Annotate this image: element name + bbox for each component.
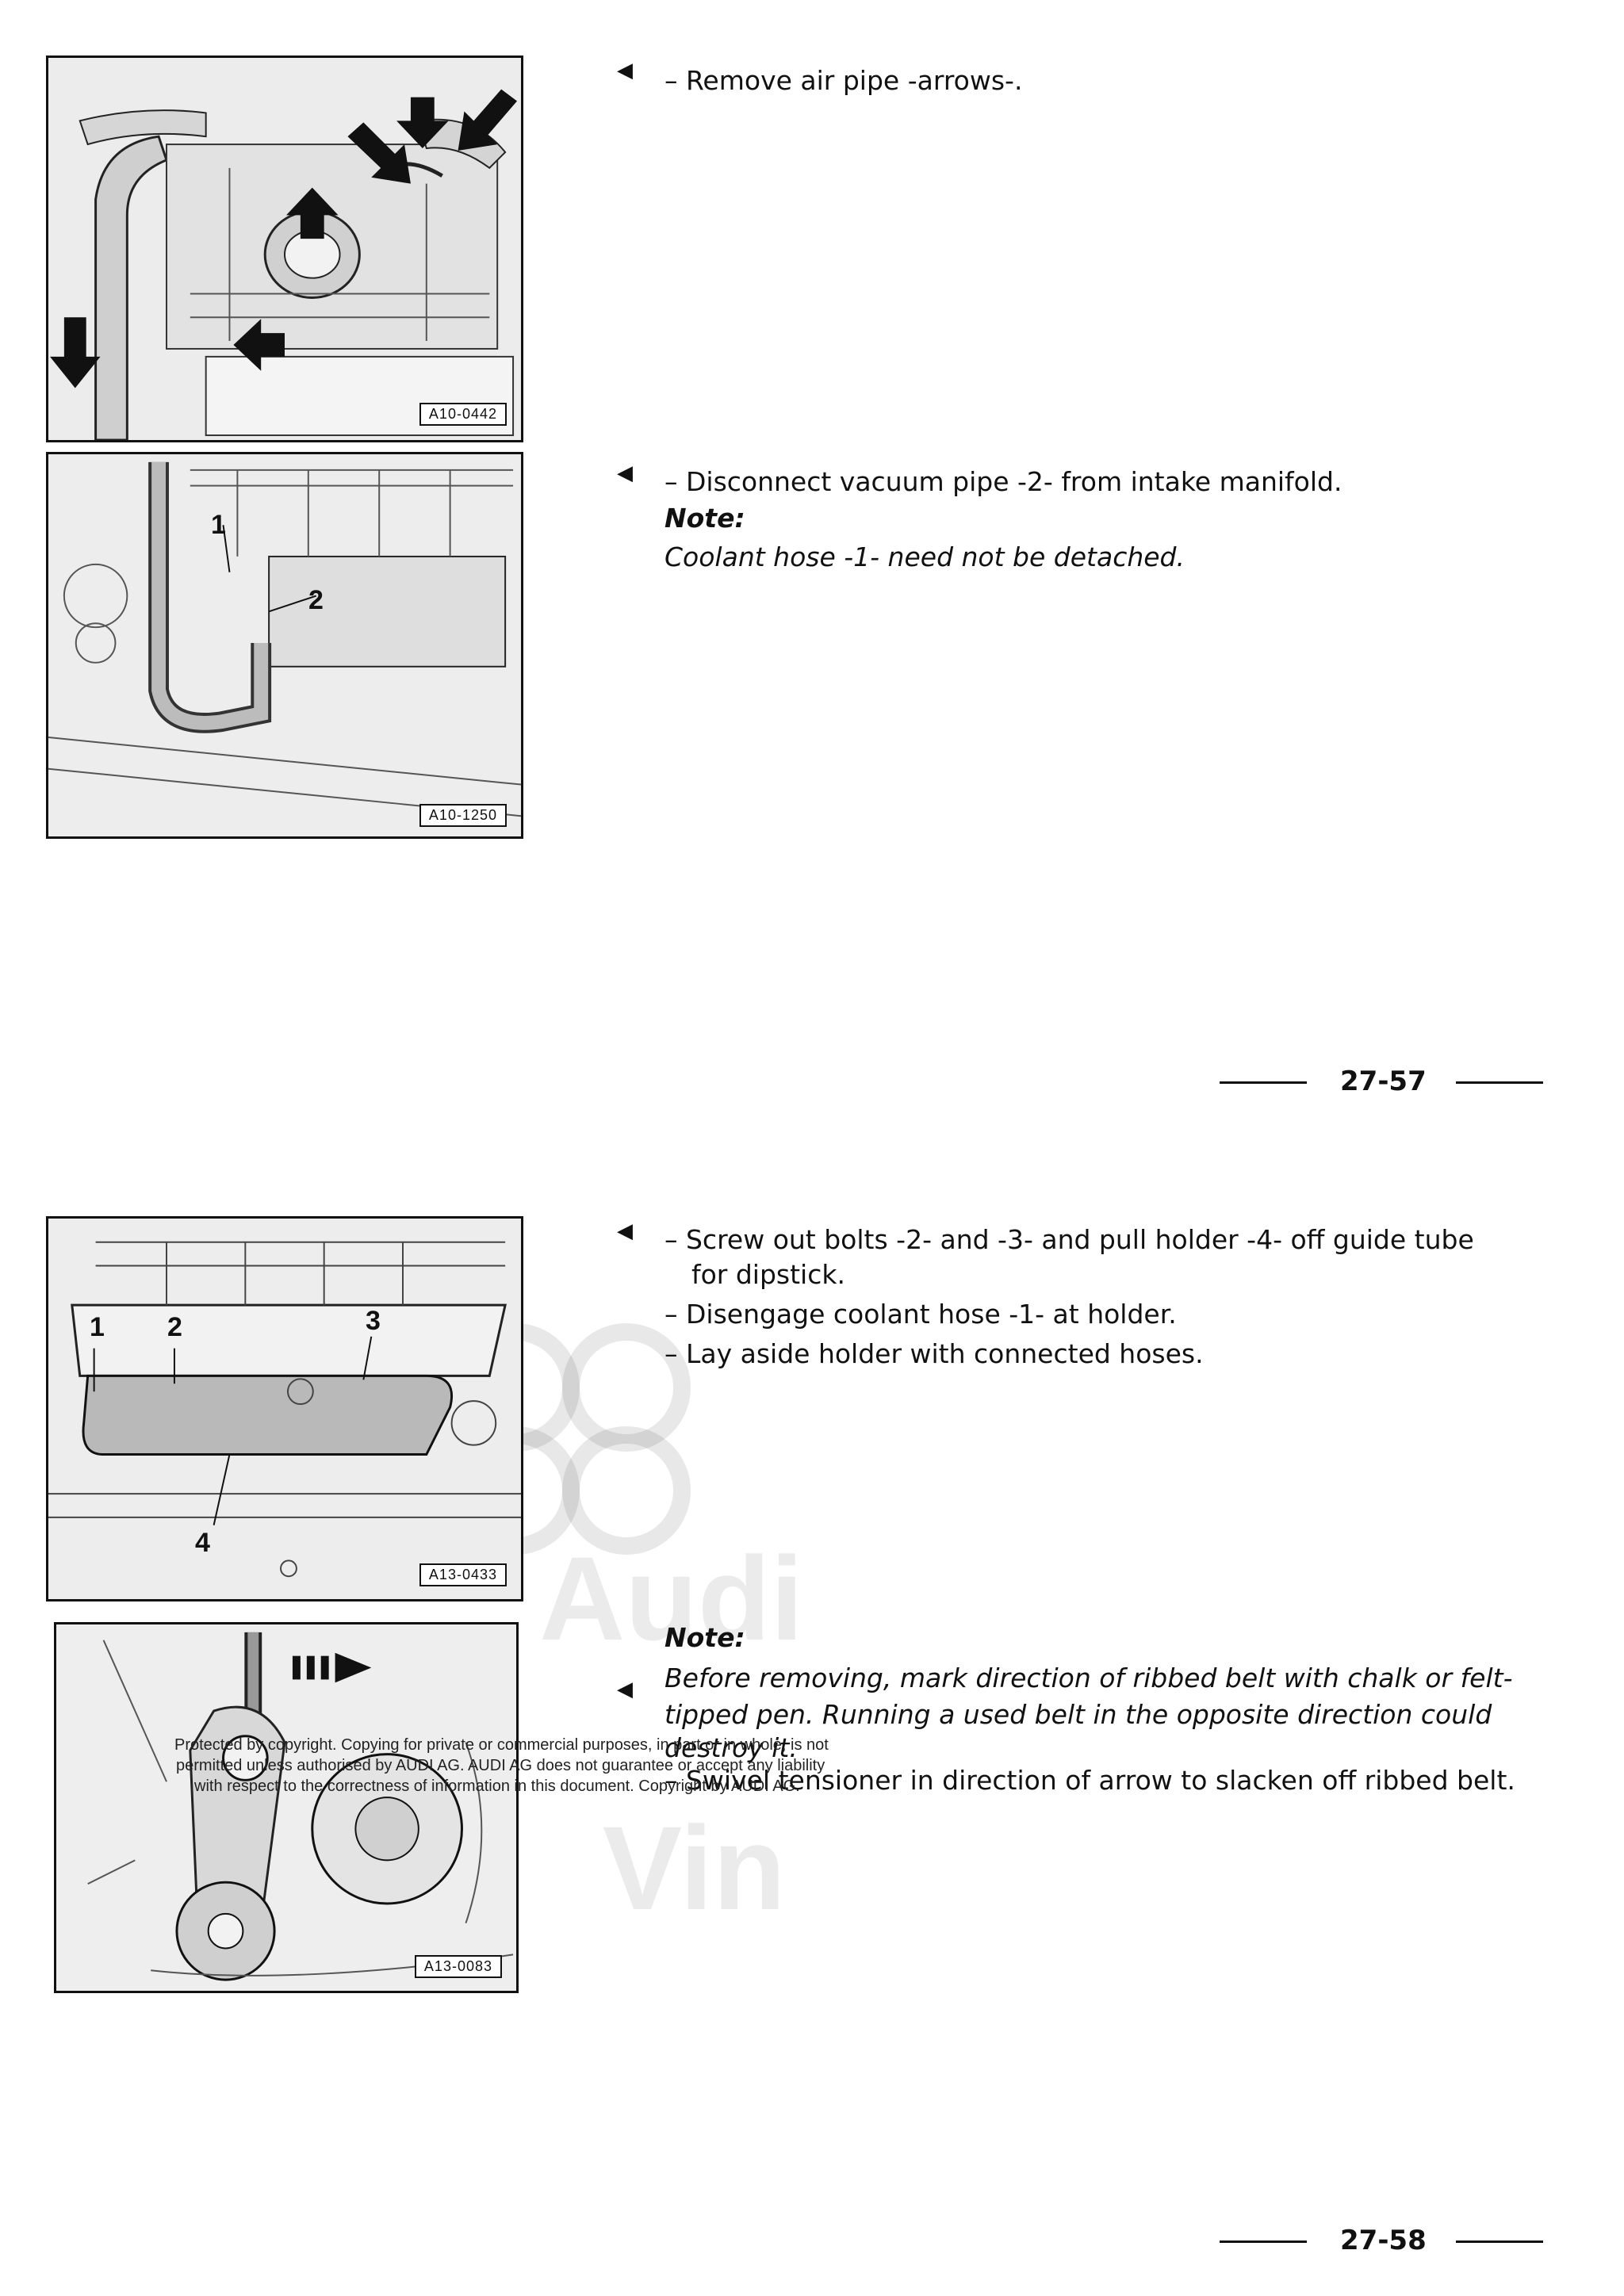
step-disengage-coolant-hose: – Disengage coolant hose -1- at holder. [665, 1299, 1177, 1330]
watermark-audi: Audi [539, 1532, 804, 1665]
copyright-notice-line-1: Protected by copyright. Copying for priv… [174, 1736, 829, 1754]
figure-code: A10-1250 [419, 804, 507, 827]
page-rule-left [1220, 2241, 1307, 2243]
callout-2: 2 [167, 1312, 182, 1342]
engine-illustration-1 [48, 58, 521, 440]
step-disconnect-vacuum-pipe: – Disconnect vacuum pipe -2- from intake… [665, 466, 1342, 497]
callout-1: 1 [211, 510, 226, 540]
note-line-2: tipped pen. Running a used belt in the o… [665, 1699, 1492, 1730]
note-text: Coolant hose -1- need not be detached. [665, 541, 1185, 572]
note-heading: Note: [665, 1622, 745, 1653]
page-rule-right [1456, 1081, 1543, 1084]
figure-code: A13-0083 [414, 1955, 502, 1978]
figure-code: A13-0433 [419, 1563, 507, 1586]
step-swivel-tensioner: – Swivel tensioner in direction of arrow… [665, 1765, 1515, 1796]
callout-2: 2 [308, 585, 324, 615]
callout-4: 4 [195, 1528, 210, 1558]
step-lay-aside-holder: – Lay aside holder with connected hoses. [665, 1338, 1204, 1369]
page-number: 27-57 [1340, 1066, 1427, 1097]
step-screw-out-bolts: – Screw out bolts -2- and -3- and pull h… [665, 1224, 1474, 1255]
copyright-notice-line-2: permitted unless authorised by AUDI AG. … [176, 1757, 825, 1774]
tensioner-illustration [56, 1624, 516, 1991]
figure-air-pipe: A10-0442 [46, 55, 523, 442]
pointer-left-icon: ◀ [617, 1678, 633, 1701]
page-rule-left [1220, 1081, 1307, 1084]
page-rule-right [1456, 2241, 1543, 2243]
page-number: 27-58 [1340, 2225, 1427, 2256]
watermark-vin: Vin [603, 1801, 786, 1934]
callout-3: 3 [366, 1306, 381, 1336]
figure-code: A10-0442 [419, 403, 507, 426]
engine-illustration-2 [48, 454, 521, 836]
pointer-left-icon: ◀ [617, 1219, 633, 1243]
figure-tensioner: A13-0083 [54, 1622, 519, 1993]
step-remove-air-pipe: – Remove air pipe -arrows-. [665, 65, 1023, 96]
step-screw-out-bolts-cont: for dipstick. [691, 1259, 845, 1290]
figure-holder: 1 2 3 4 A13-0433 [46, 1216, 523, 1601]
figure-vacuum-pipe: 1 2 A10-1250 [46, 452, 523, 839]
note-heading: Note: [665, 503, 745, 534]
pointer-left-icon: ◀ [617, 461, 633, 485]
callout-1: 1 [90, 1312, 105, 1342]
copyright-notice-line-3: with respect to the correctness of infor… [194, 1777, 800, 1795]
note-line-3: destroy it. [665, 1732, 798, 1763]
pointer-left-icon: ◀ [617, 59, 633, 82]
engine-illustration-3 [48, 1219, 521, 1599]
note-line-1: Before removing, mark direction of ribbe… [665, 1663, 1513, 1693]
